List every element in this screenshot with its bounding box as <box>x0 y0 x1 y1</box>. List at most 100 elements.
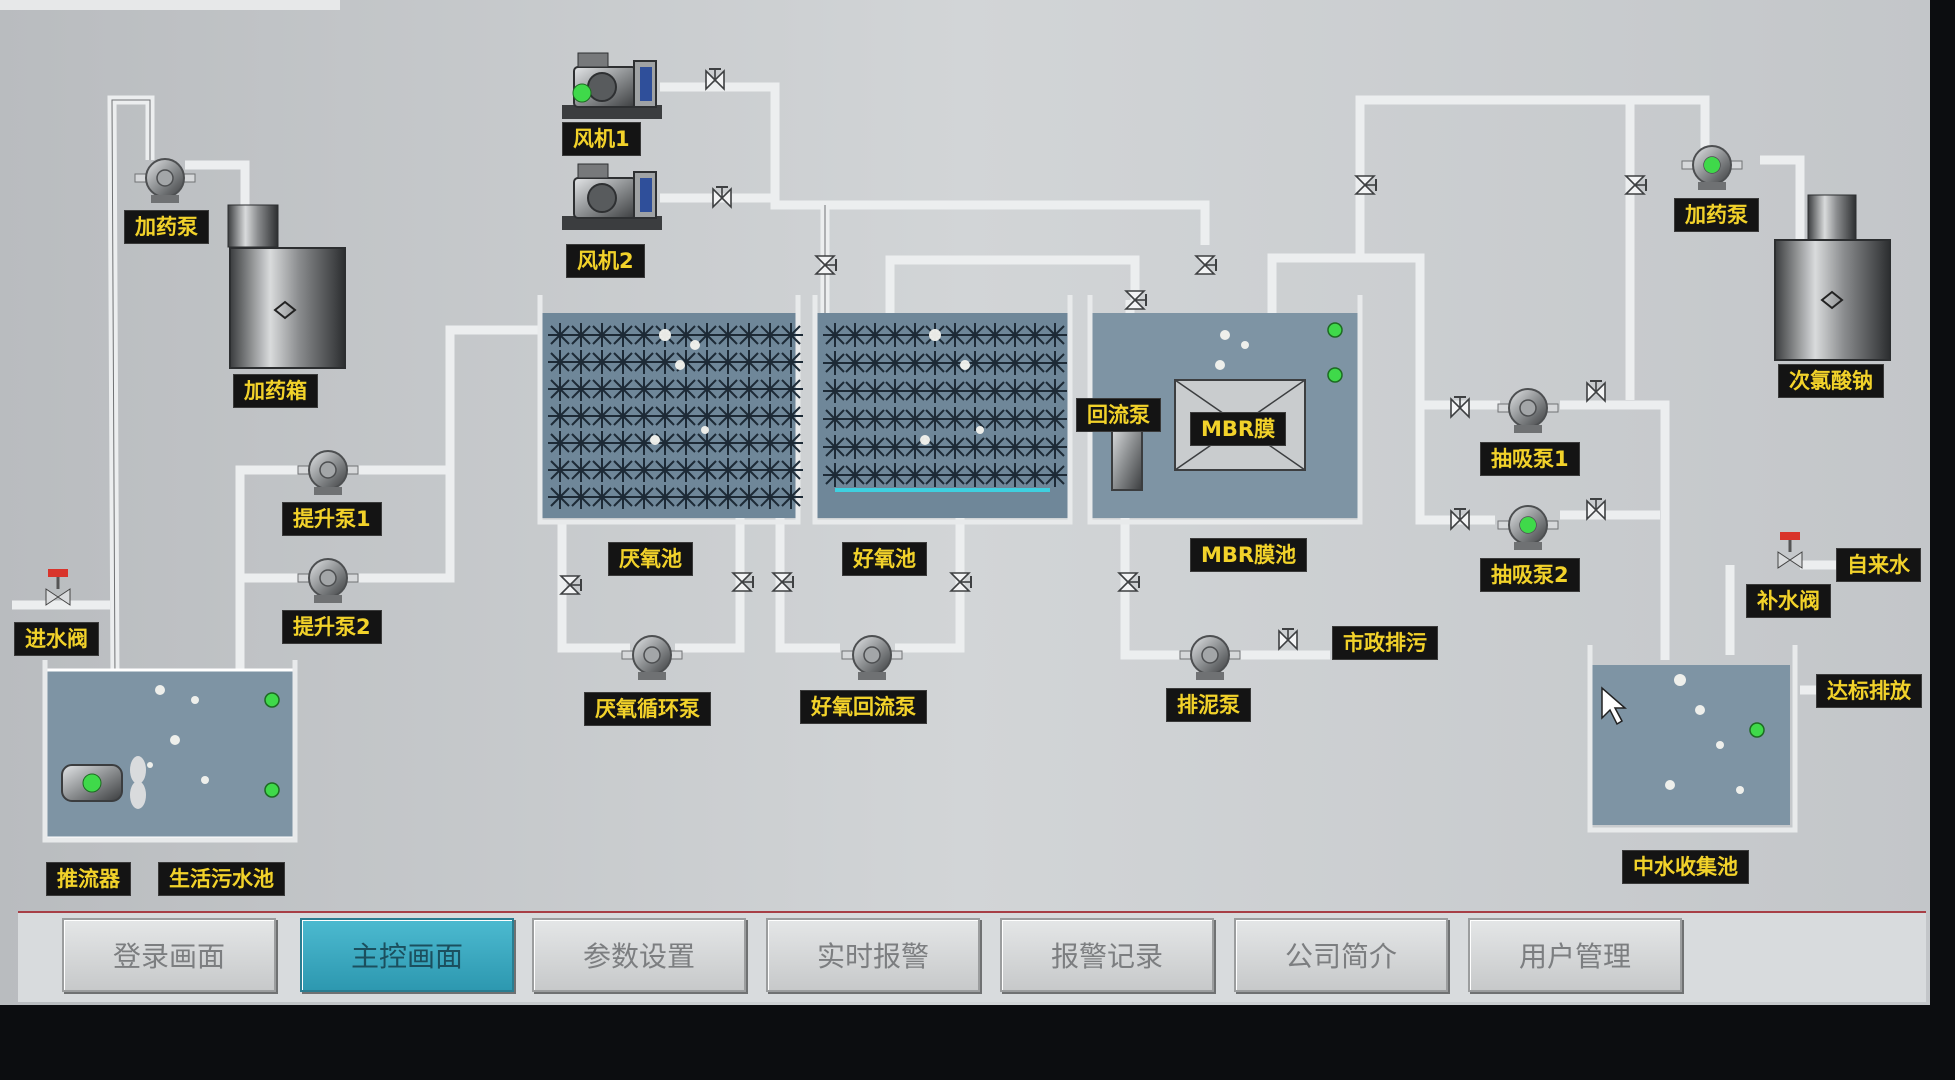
label-aerobic-tank: 好氧池 <box>842 542 927 576</box>
diffuser-icon <box>568 349 594 375</box>
diffuser-icon <box>715 349 741 375</box>
diffuser-icon <box>694 430 720 456</box>
label-fan2: 风机2 <box>566 244 645 278</box>
diffuser-icon <box>1042 378 1068 404</box>
diffuser-icon <box>1042 406 1068 432</box>
diffuser-icon <box>547 430 573 456</box>
label-anaerobic-tank: 厌氧池 <box>608 542 693 576</box>
diffuser-icon <box>652 457 678 483</box>
diffuser-icon <box>652 376 678 402</box>
diffuser-icon <box>631 349 657 375</box>
diffuser-icon <box>694 457 720 483</box>
diffuser-icon <box>736 376 762 402</box>
diffuser-icon <box>778 484 804 510</box>
diffuser-icon <box>610 457 636 483</box>
diffuser-icon <box>631 403 657 429</box>
diffuser-icon <box>568 457 594 483</box>
diffuser-icon <box>715 430 741 456</box>
diffuser-icon <box>547 484 573 510</box>
diffuser-icon <box>778 430 804 456</box>
diffuser-icon <box>715 322 741 348</box>
diffuser-icon <box>1042 434 1068 460</box>
diffuser-icon <box>778 457 804 483</box>
diffuser-icon <box>673 430 699 456</box>
diffuser-icon <box>778 403 804 429</box>
diffuser-icon <box>610 484 636 510</box>
diffuser-icon <box>757 322 783 348</box>
diffuser-icon <box>568 376 594 402</box>
label-fan1: 风机1 <box>562 122 641 156</box>
nav-company-button[interactable]: 公司简介 <box>1234 918 1448 992</box>
label-inlet-valve: 进水阀 <box>14 622 99 656</box>
label-dosing-tank: 加药箱 <box>233 374 318 408</box>
diffuser-icon <box>673 484 699 510</box>
diffuser-icon <box>589 376 615 402</box>
diffuser-icon <box>757 484 783 510</box>
label-makeup-valve: 补水阀 <box>1746 584 1831 618</box>
label-municipal-discharge: 市政排污 <box>1332 626 1438 660</box>
diffuser-icon <box>610 349 636 375</box>
diffuser-icon <box>652 403 678 429</box>
diffuser-icon <box>673 403 699 429</box>
diffuser-icon <box>568 322 594 348</box>
mouse-cursor-icon <box>1601 686 1628 726</box>
nav-realtime-alarm-button[interactable]: 实时报警 <box>766 918 980 992</box>
diffuser-icon <box>631 457 657 483</box>
diffuser-icon <box>568 484 594 510</box>
label-tap-water: 自来水 <box>1836 548 1921 582</box>
diffuser-icon <box>757 430 783 456</box>
label-lift-pump2: 提升泵2 <box>282 610 382 644</box>
diffuser-icon <box>568 430 594 456</box>
label-sludge-pump: 排泥泵 <box>1166 688 1251 722</box>
diffuser-icon <box>715 457 741 483</box>
label-aerobic-return-pump: 好氧回流泵 <box>800 690 927 724</box>
label-mbr-tank: MBR膜池 <box>1190 538 1308 572</box>
diffuser-icon <box>757 349 783 375</box>
diffuser-icon <box>778 376 804 402</box>
diffuser-icon <box>1042 322 1068 348</box>
diffuser-icon <box>547 349 573 375</box>
diffuser-icon <box>715 403 741 429</box>
diffuser-icon <box>694 376 720 402</box>
nav-main-button[interactable]: 主控画面 <box>300 918 514 992</box>
diffuser-icon <box>547 403 573 429</box>
diffuser-icon <box>589 403 615 429</box>
nav-login-button[interactable]: 登录画面 <box>62 918 276 992</box>
diffuser-icon <box>652 349 678 375</box>
label-anaerobic-circ-pump: 厌氧循环泵 <box>584 692 711 726</box>
diffuser-icon <box>610 322 636 348</box>
nav-alarm-records-button[interactable]: 报警记录 <box>1000 918 1214 992</box>
diffuser-icon <box>610 403 636 429</box>
diffuser-icon <box>1042 350 1068 376</box>
diffuser-icon <box>673 457 699 483</box>
diffuser-icon <box>736 457 762 483</box>
label-lift-pump1: 提升泵1 <box>282 502 382 536</box>
nav-params-button[interactable]: 参数设置 <box>532 918 746 992</box>
diffuser-icon <box>778 349 804 375</box>
nav-users-button[interactable]: 用户管理 <box>1468 918 1682 992</box>
diffuser-icon <box>1042 462 1068 488</box>
label-reclaimed-tank: 中水收集池 <box>1622 850 1749 884</box>
diffuser-icon <box>694 484 720 510</box>
label-dosing-pump-right: 加药泵 <box>1674 198 1759 232</box>
diffuser-icon <box>694 403 720 429</box>
diffuser-icon <box>547 376 573 402</box>
diffuser-icon <box>715 376 741 402</box>
diffuser-icon <box>589 430 615 456</box>
diffuser-icon <box>589 349 615 375</box>
label-sodium-hypochlorite: 次氯酸钠 <box>1778 364 1884 398</box>
diffuser-icon <box>736 484 762 510</box>
diffuser-icon <box>715 484 741 510</box>
label-standard-discharge: 达标排放 <box>1816 674 1922 708</box>
diffuser-icon <box>568 403 594 429</box>
diffuser-icon <box>757 376 783 402</box>
diffuser-icon <box>610 376 636 402</box>
diffuser-icon <box>736 403 762 429</box>
diffuser-icon <box>631 484 657 510</box>
diffuser-icon <box>652 484 678 510</box>
diffuser-icon <box>736 430 762 456</box>
diffuser-icon <box>631 322 657 348</box>
label-return-pump: 回流泵 <box>1076 398 1161 432</box>
